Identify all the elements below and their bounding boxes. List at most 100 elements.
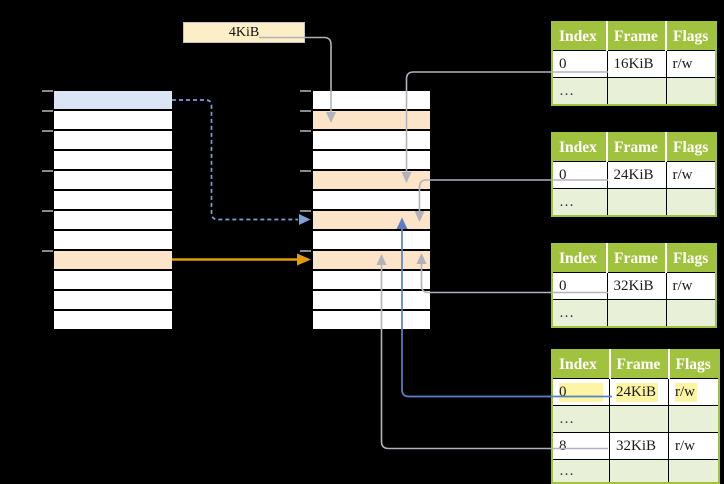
arrow-virtual-to-physical-dashed	[172, 99, 311, 225]
page-size-label: 4KiB	[228, 25, 260, 40]
frame-cell: 32KiB	[609, 432, 669, 460]
index-header: Index	[552, 350, 610, 379]
index-cell: …	[551, 188, 608, 217]
flags-cell: r/w	[665, 161, 717, 189]
physical-address-tick	[300, 170, 311, 172]
page-size-label-box: 4KiB	[183, 22, 305, 43]
flags-cell	[668, 459, 719, 484]
table-header-row: Index Frame Flags	[552, 350, 719, 379]
flags-header: Flags	[665, 22, 716, 51]
virtual-memory-row-5	[54, 171, 172, 189]
arrow-virtual-to-physical-orange	[172, 253, 311, 266]
page-table-1: Index Frame Flags 0 16KiB r/w …	[551, 21, 717, 106]
frame-header: Frame	[606, 133, 666, 162]
frame-cell: 24KiB	[606, 161, 667, 189]
virtual-memory-row-11	[54, 291, 172, 309]
page-table-4: Index Frame Flags 0 24KiB r/w … 8 32KiB …	[551, 349, 720, 484]
table-row: 0 16KiB r/w	[551, 50, 717, 78]
flags-cell: r/w	[665, 50, 717, 78]
highlighted-value: 24KiB	[616, 382, 659, 402]
physical-memory-row-3	[313, 131, 430, 149]
virtual-memory-row-9	[54, 251, 172, 269]
physical-address-tick	[300, 110, 311, 112]
physical-address-tick	[300, 90, 311, 92]
table-header-row: Index Frame Flags	[552, 244, 716, 273]
index-cell: 0	[551, 378, 610, 406]
index-cell: 0	[551, 161, 608, 189]
virtual-address-tick	[42, 90, 53, 92]
physical-memory-row-7	[313, 211, 430, 229]
virtual-memory-row-3	[54, 131, 172, 149]
physical-memory-row-1	[313, 91, 430, 109]
virtual-memory-row-8	[54, 231, 172, 249]
virtual-memory-row-4	[54, 151, 172, 169]
flags-cell	[665, 77, 717, 106]
virtual-memory-row-7	[54, 211, 172, 229]
physical-memory-row-6	[313, 191, 430, 209]
highlighted-table-row: 0 24KiB r/w	[551, 378, 719, 406]
flags-cell	[665, 188, 717, 217]
flags-cell: r/w	[668, 432, 719, 460]
flags-cell: r/w	[665, 272, 717, 300]
index-header: Index	[552, 22, 607, 51]
virtual-memory-row-12	[54, 311, 172, 329]
table-row: 0 24KiB r/w	[551, 161, 717, 189]
virtual-address-tick	[42, 170, 53, 172]
virtual-memory-row-1	[54, 91, 172, 109]
frame-cell: 16KiB	[606, 50, 667, 78]
virtual-address-tick	[42, 210, 53, 212]
index-cell: 0	[551, 272, 608, 300]
virtual-address-tick	[42, 130, 53, 132]
virtual-address-tick	[42, 110, 53, 112]
virtual-memory-row-6	[54, 191, 172, 209]
frame-cell	[606, 188, 667, 217]
virtual-address-tick	[42, 250, 53, 252]
virtual-memory-row-2	[54, 111, 172, 129]
index-cell: 8	[551, 432, 610, 460]
index-cell: …	[551, 299, 608, 328]
physical-memory-row-12	[313, 311, 430, 329]
physical-address-tick	[300, 250, 311, 252]
flags-header: Flags	[665, 244, 716, 273]
frame-cell	[606, 77, 667, 106]
physical-memory-row-4	[313, 151, 430, 169]
frame-cell: 32KiB	[606, 272, 667, 300]
table-header-row: Index Frame Flags	[552, 22, 716, 51]
flags-cell	[668, 405, 719, 433]
physical-memory-row-10	[313, 271, 430, 289]
ellipsis-row: …	[551, 77, 717, 106]
virtual-memory-row-10	[54, 271, 172, 289]
virtual-memory-column	[54, 91, 172, 329]
ellipsis-row: …	[551, 299, 717, 328]
flags-cell	[665, 299, 717, 328]
frame-cell: 24KiB	[609, 378, 669, 406]
frame-cell	[609, 459, 669, 484]
frame-cell	[609, 405, 669, 433]
flags-cell: r/w	[668, 378, 719, 406]
frame-header: Frame	[608, 350, 669, 379]
flags-header: Flags	[667, 350, 719, 379]
physical-memory-column	[313, 91, 430, 329]
physical-memory-row-9	[313, 251, 430, 269]
frame-cell	[606, 299, 667, 328]
physical-memory-row-11	[313, 291, 430, 309]
flags-header: Flags	[665, 133, 716, 162]
page-table-3: Index Frame Flags 0 32KiB r/w …	[551, 243, 717, 328]
physical-address-tick	[300, 130, 311, 132]
index-cell: …	[551, 77, 608, 106]
highlighted-value: 0	[559, 382, 603, 402]
ellipsis-row: …	[551, 459, 719, 484]
table-row: 0 32KiB r/w	[551, 272, 717, 300]
table-row: 8 32KiB r/w	[551, 432, 719, 460]
frame-header: Frame	[606, 22, 666, 51]
index-cell: …	[551, 405, 610, 433]
physical-memory-row-2	[313, 111, 430, 129]
index-cell: 0	[551, 50, 608, 78]
ellipsis-row: …	[551, 188, 717, 217]
physical-memory-row-5	[313, 171, 430, 189]
highlighted-value: r/w	[675, 382, 697, 402]
index-header: Index	[552, 133, 607, 162]
index-cell: …	[551, 459, 610, 484]
physical-memory-row-8	[313, 231, 430, 249]
